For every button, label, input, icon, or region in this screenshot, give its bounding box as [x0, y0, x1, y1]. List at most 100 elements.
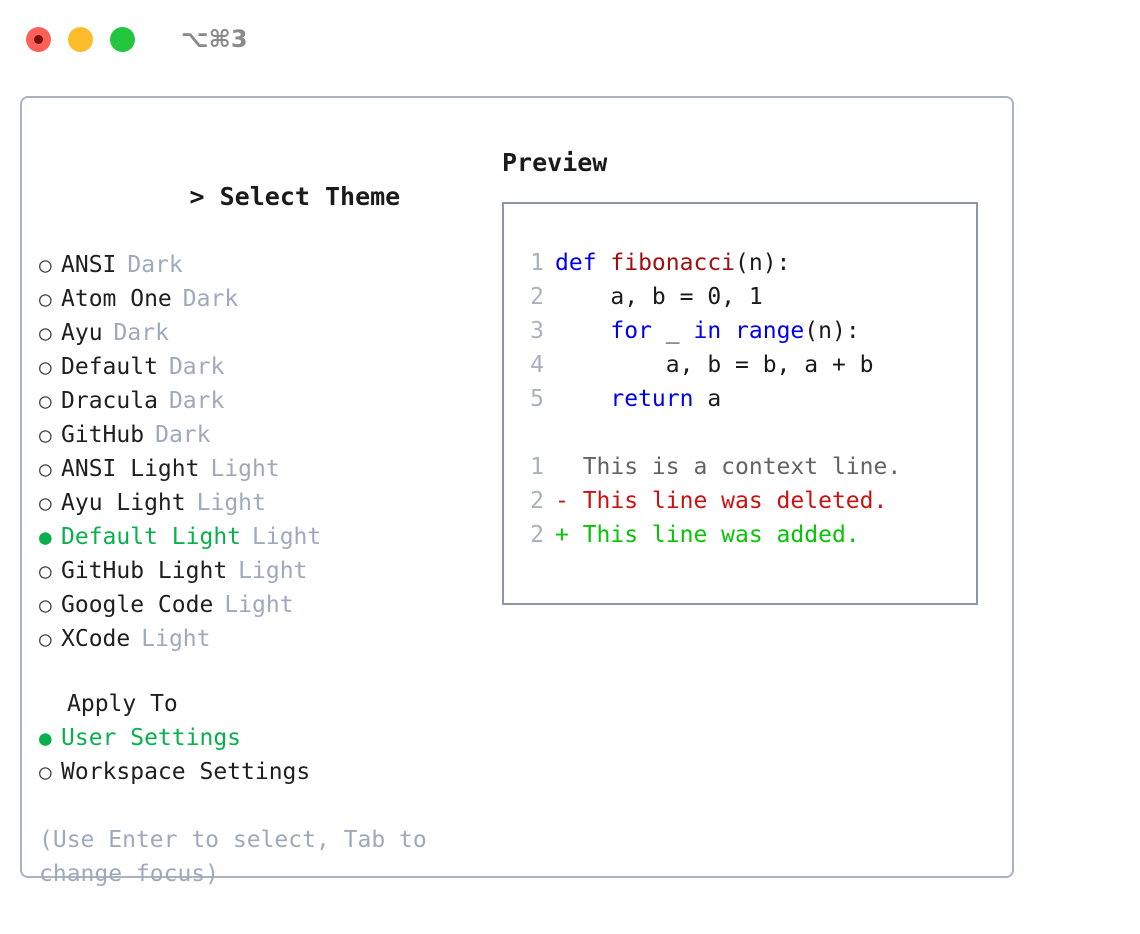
theme-option-ayu[interactable]: ○ Ayu Dark	[39, 316, 491, 350]
code-line-text: return a	[555, 382, 721, 416]
apply-to-option-workspace-settings[interactable]: ○ Workspace Settings	[39, 755, 491, 789]
radio-selected-icon: ●	[39, 726, 52, 750]
radio-unselected-icon: ○	[39, 627, 52, 651]
recording-indicator-icon	[34, 34, 43, 44]
line-number: 5	[530, 386, 544, 412]
code-line: 3 for _ in range(n):	[514, 314, 970, 348]
theme-variant-tag: Light	[224, 592, 294, 618]
code-token: a, b = b, a + b	[555, 352, 874, 378]
code-token: in	[693, 318, 722, 344]
code-line: 5 return a	[514, 382, 970, 416]
diff-line-text: - This line was deleted.	[555, 488, 888, 514]
line-number: 2	[530, 522, 544, 548]
select-theme-header-text: > Select Theme	[189, 182, 401, 211]
minimize-button[interactable]	[68, 26, 93, 52]
code-token: fibonacci	[610, 250, 736, 276]
apply-to-section: Apply To ● User Settings ○ Workspace Settin…	[39, 687, 491, 789]
code-token	[555, 318, 610, 344]
code-line-text: a, b = 0, 1	[555, 280, 763, 314]
theme-option-label: Ayu	[61, 320, 103, 346]
code-token: (n):	[735, 250, 791, 276]
theme-option-label: Google Code	[61, 592, 214, 618]
code-token: range	[735, 318, 805, 344]
theme-variant-tag: Dark	[168, 388, 225, 414]
code-token: (n):	[804, 318, 860, 344]
code-line: 2 a, b = 0, 1	[514, 280, 970, 314]
theme-option-google-code[interactable]: ○ Google Code Light	[39, 588, 491, 622]
radio-unselected-icon: ○	[39, 593, 52, 617]
radio-selected-icon: ●	[39, 525, 52, 549]
theme-option-xcode[interactable]: ○ XCode Light	[39, 622, 491, 656]
preview-title: Preview	[502, 148, 608, 177]
theme-option-label: ANSI	[61, 252, 117, 278]
theme-option-github[interactable]: ○ GitHub Dark	[39, 418, 491, 452]
theme-option-label: Dracula	[61, 388, 158, 414]
code-token: return	[610, 386, 694, 412]
theme-option-label: XCode	[61, 626, 131, 652]
radio-unselected-icon: ○	[39, 355, 52, 379]
radio-unselected-icon: ○	[39, 559, 52, 583]
radio-unselected-icon: ○	[39, 760, 52, 784]
theme-variant-tag: Dark	[127, 252, 183, 278]
apply-to-option-user-settings[interactable]: ● User Settings	[39, 721, 491, 755]
radio-unselected-icon: ○	[39, 389, 52, 413]
line-number: 2	[530, 284, 544, 310]
traffic-light-group	[26, 26, 135, 52]
apply-to-option-label: Workspace Settings	[61, 759, 311, 785]
theme-option-label: Default Light	[61, 524, 242, 550]
code-token: a, b = 0, 1	[555, 284, 763, 310]
title-bar: ⌥⌘3	[0, 0, 1140, 78]
code-token: _	[651, 318, 694, 344]
theme-variant-tag: Dark	[168, 354, 225, 380]
apply-to-option-list[interactable]: ● User Settings ○ Workspace Settings	[39, 721, 491, 789]
line-number: 2	[530, 488, 544, 514]
code-token: for	[610, 318, 652, 344]
theme-option-dracula[interactable]: ○ Dracula Dark	[39, 384, 491, 418]
diff-line-text: + This line was added.	[555, 522, 860, 548]
theme-option-label: GitHub	[61, 422, 145, 448]
theme-option-label: ANSI Light	[61, 456, 200, 482]
radio-unselected-icon: ○	[39, 491, 52, 515]
radio-unselected-icon: ○	[39, 321, 52, 345]
radio-unselected-icon: ○	[39, 423, 52, 447]
theme-variant-tag: Dark	[155, 422, 211, 448]
window-title: ⌥⌘3	[181, 25, 248, 53]
code-token: a	[693, 386, 722, 412]
theme-variant-tag: Light	[141, 626, 211, 652]
theme-option-label: Atom One	[61, 286, 172, 312]
code-line-text: a, b = b, a + b	[555, 348, 874, 382]
radio-unselected-icon: ○	[39, 457, 52, 481]
maximize-button[interactable]	[110, 26, 135, 52]
code-line: 4 a, b = b, a + b	[514, 348, 970, 382]
diff-line-ctx: 1 This is a context line.	[514, 450, 970, 484]
apply-to-option-label: User Settings	[61, 725, 242, 751]
apply-to-title: Apply To	[67, 691, 178, 717]
diff-line-text: This is a context line.	[555, 454, 902, 480]
code-token	[721, 318, 735, 344]
code-token	[555, 386, 610, 412]
theme-variant-tag: Dark	[113, 320, 169, 346]
close-button[interactable]	[26, 26, 51, 52]
code-blank-line	[514, 416, 970, 450]
diff-line-del: 2 - This line was deleted.	[514, 484, 970, 518]
theme-option-label: GitHub Light	[61, 558, 228, 584]
line-number: 3	[530, 318, 544, 344]
theme-variant-tag: Light	[196, 490, 266, 516]
line-number: 1	[530, 250, 544, 276]
